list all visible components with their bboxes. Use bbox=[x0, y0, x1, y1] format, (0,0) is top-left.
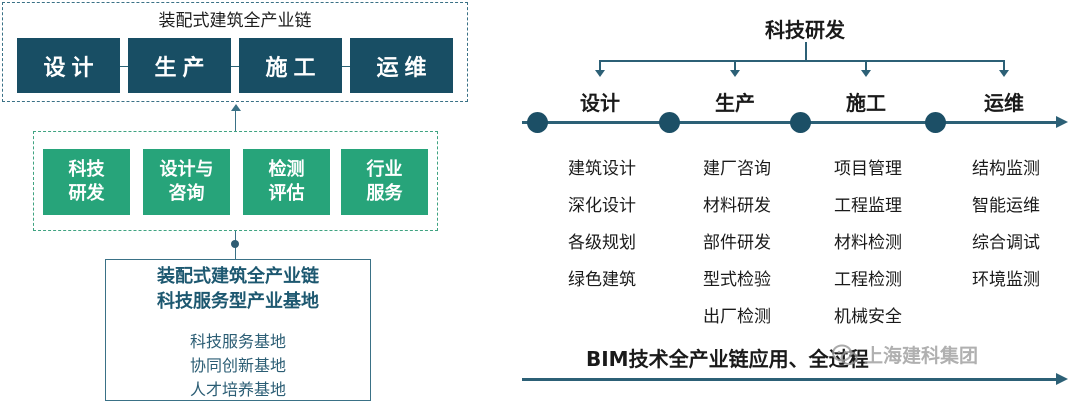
timeline-node bbox=[527, 112, 548, 133]
column-construction: 项目管理 工程监理 材料检测 工程检测 机械安全 bbox=[813, 151, 923, 336]
list-item: 结构监测 bbox=[972, 159, 1040, 179]
tree-branch bbox=[599, 60, 601, 71]
column-production: 建厂咨询 材料研发 部件研发 型式检验 出厂检测 bbox=[682, 151, 792, 336]
tree-branch bbox=[734, 60, 736, 71]
column-operation: 结构监测 智能运维 综合调试 环境监测 bbox=[951, 151, 1061, 299]
list-item: 综合调试 bbox=[972, 233, 1040, 253]
rd-title: 科技研发 bbox=[765, 18, 845, 42]
list-item: 机械安全 bbox=[834, 307, 902, 327]
phase-label-design: 设计 bbox=[580, 91, 620, 115]
arrow-right-icon bbox=[1056, 116, 1068, 128]
list-item: 建筑设计 bbox=[568, 159, 636, 179]
arrow-down-icon bbox=[999, 70, 1009, 77]
base-item: 科技服务基地 bbox=[189, 332, 286, 351]
service-box-rd: 科技 研发 bbox=[43, 149, 130, 215]
list-item: 工程监理 bbox=[834, 196, 902, 216]
list-item: 型式检验 bbox=[703, 270, 771, 290]
list-item: 深化设计 bbox=[568, 196, 636, 216]
list-item: 出厂检测 bbox=[703, 307, 771, 327]
tree-branch bbox=[865, 60, 867, 71]
wechat-icon bbox=[832, 344, 858, 365]
tree-stem bbox=[805, 42, 807, 61]
service-design-line1: 设计与 bbox=[159, 159, 214, 180]
list-item: 项目管理 bbox=[834, 159, 902, 179]
base-item: 协同创新基地 bbox=[189, 356, 286, 375]
list-item: 绿色建筑 bbox=[568, 270, 636, 290]
bim-label: BIM技术全产业链应用、全过程 bbox=[586, 347, 869, 371]
bim-axis bbox=[522, 378, 1056, 381]
service-box-industry: 行业 服务 bbox=[341, 149, 428, 215]
watermark-text: 上海建科集团 bbox=[864, 345, 979, 367]
base-title-line1: 装配式建筑全产业链 bbox=[157, 266, 319, 287]
stage-box-production: 生产 bbox=[128, 38, 231, 93]
services-frame bbox=[33, 131, 438, 231]
base-item: 人才培养基地 bbox=[189, 380, 286, 399]
tree-bar bbox=[599, 60, 1005, 62]
industry-chain-frame bbox=[2, 2, 468, 102]
service-design-line2: 咨询 bbox=[168, 183, 205, 204]
service-testing-line2: 评估 bbox=[268, 183, 305, 204]
column-design: 建筑设计 深化设计 各级规划 绿色建筑 bbox=[547, 151, 657, 299]
list-item: 环境监测 bbox=[972, 270, 1040, 290]
phase-label-construction: 施工 bbox=[846, 91, 886, 115]
service-industry-line1: 行业 bbox=[366, 159, 403, 180]
service-rd-line2: 研发 bbox=[68, 183, 105, 204]
timeline-axis bbox=[522, 121, 1056, 124]
arrow-down-icon bbox=[595, 70, 605, 77]
service-testing-line1: 检测 bbox=[268, 159, 305, 180]
service-rd-line1: 科技 bbox=[68, 159, 105, 180]
service-industry-line2: 服务 bbox=[366, 183, 403, 204]
arrow-up-icon bbox=[231, 104, 241, 111]
stage-box-operation: 运维 bbox=[350, 38, 453, 93]
service-box-testing: 检测 评估 bbox=[243, 149, 330, 215]
arrow-right-icon bbox=[1056, 373, 1068, 385]
connector-dot-icon bbox=[231, 240, 239, 248]
tree-branch bbox=[1003, 60, 1005, 71]
stage-box-design: 设计 bbox=[17, 38, 120, 93]
list-item: 各级规划 bbox=[568, 233, 636, 253]
list-item: 部件研发 bbox=[703, 233, 771, 253]
list-item: 材料研发 bbox=[703, 196, 771, 216]
arrow-down-icon bbox=[861, 70, 871, 77]
phase-label-operation: 运维 bbox=[984, 91, 1024, 115]
service-box-design-consulting: 设计与 咨询 bbox=[143, 149, 230, 215]
list-item: 智能运维 bbox=[972, 196, 1040, 216]
base-frame bbox=[105, 259, 371, 401]
timeline-node bbox=[790, 112, 811, 133]
watermark: 上海建科集团 bbox=[832, 341, 978, 368]
timeline-node bbox=[925, 112, 946, 133]
base-title-line2: 科技服务型产业基地 bbox=[157, 291, 319, 312]
list-item: 建厂咨询 bbox=[703, 159, 771, 179]
list-item: 材料检测 bbox=[834, 233, 902, 253]
list-item: 工程检测 bbox=[834, 270, 902, 290]
arrow-down-icon bbox=[730, 70, 740, 77]
phase-label-production: 生产 bbox=[715, 91, 755, 115]
services-to-chain-connector bbox=[235, 110, 236, 131]
timeline-node bbox=[659, 112, 680, 133]
stage-connector-line bbox=[17, 66, 453, 67]
industry-chain-title: 装配式建筑全产业链 bbox=[158, 11, 312, 31]
stage-box-construction: 施工 bbox=[239, 38, 342, 93]
